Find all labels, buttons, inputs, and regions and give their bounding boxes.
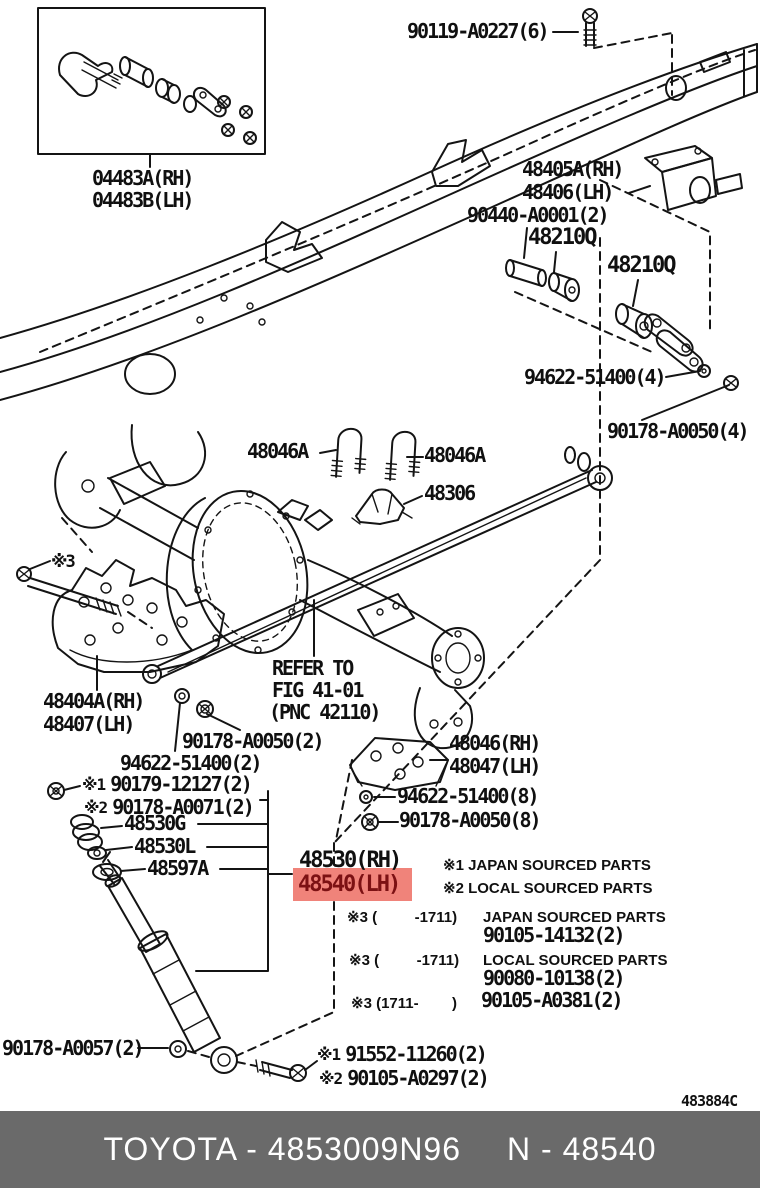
bumper-48306-drawing	[351, 488, 423, 525]
footer-part-id: TOYOTA - 4853009N96	[103, 1131, 462, 1167]
callout-94622-51400-8: 94622-51400(8)	[397, 784, 540, 808]
part-number: 90105-A0297(2)	[347, 1066, 490, 1090]
legend-text: LOCAL SOURCED PARTS	[468, 880, 653, 897]
callout-48407-lh: 48407(LH)	[43, 712, 135, 736]
footer-bar: TOYOTA - 4853009N96 N - 48540	[0, 1111, 760, 1188]
flex-bolt-drawing	[16, 560, 153, 629]
stabilizer-kit-box	[37, 7, 266, 168]
callout-48530g: 48530G	[124, 811, 186, 835]
cushion-parts-drawing	[47, 782, 293, 972]
callout-48530-rh: 48530(RH)	[299, 848, 402, 873]
callout-94622-51400-4: 94622-51400(4)	[524, 365, 667, 389]
callout-48046a-left: 48046A	[247, 439, 309, 463]
callout-04483a-rh: 04483A(RH)	[92, 166, 194, 190]
legend-row-local: ※2 LOCAL SOURCED PARTS	[443, 880, 653, 897]
legend-text: JAPAN SOURCED PARTS	[468, 857, 651, 874]
callout-90178-a0050-2: 90178-A0050(2)	[182, 729, 325, 753]
callout-90178-a0057: 90178-A0057(2)	[2, 1036, 145, 1060]
drawing-number: 483884C	[681, 1092, 738, 1110]
star1-symbol: ※1	[82, 775, 106, 794]
star1-symbol: ※1	[443, 857, 464, 874]
callout-48540-lh-highlighted: 48540(LH)	[298, 872, 401, 897]
shock-absorber-drawing	[99, 851, 318, 1082]
callout-48210q-b: 48210Q	[607, 253, 676, 278]
callout-48404a-rh: 48404A(RH)	[43, 689, 145, 713]
shackle-assembly-drawing	[505, 145, 743, 421]
u-bolt-drawing	[319, 427, 424, 481]
hidden-assembly-lines	[235, 237, 601, 1057]
part-number: 91552-11260(2)	[345, 1042, 488, 1066]
star1-symbol: ※1	[317, 1045, 341, 1064]
bolt-90119-drawing	[552, 8, 673, 96]
legend-row4-desc: LOCAL SOURCED PARTS	[483, 952, 668, 969]
legend-row-japan: ※1 JAPAN SOURCED PARTS	[443, 857, 651, 874]
spring-seat-plate-drawing	[335, 737, 449, 841]
callout-48046a-right: 48046A	[424, 443, 486, 467]
front-hardware-icons	[174, 688, 241, 752]
callout-04483b-lh: 04483B(LH)	[92, 188, 194, 212]
highlight-box	[293, 868, 412, 901]
axle-assembly-drawing	[54, 451, 485, 750]
callout-48306: 48306	[424, 481, 476, 505]
legend-part-90105-a0381: 90105-A0381(2)	[481, 988, 624, 1012]
star2-symbol: ※2	[319, 1069, 343, 1088]
refer-note-line3: (PNC 42110)	[269, 700, 381, 724]
callout-48047-lh: 48047(LH)	[449, 754, 541, 778]
legend-part-90105-14132: 90105-14132(2)	[483, 923, 626, 947]
callout-48210q-a: 48210Q	[528, 225, 597, 250]
callout-48046-rh: 48046(RH)	[449, 731, 541, 755]
callout-48530l: 48530L	[134, 834, 196, 858]
legend-row5-condition: ※3 (1711- )	[351, 995, 457, 1012]
legend-row3-desc: JAPAN SOURCED PARTS	[483, 909, 666, 926]
support-bracket-drawing	[51, 559, 225, 691]
legend-part-90080-10138: 90080-10138(2)	[483, 966, 626, 990]
footer-part-code: N - 48540	[507, 1131, 657, 1167]
callout-48597a: 48597A	[147, 856, 209, 880]
star2-symbol: ※2	[84, 798, 108, 817]
callout-90178-a0050-8: 90178-A0050(8)	[399, 808, 542, 832]
refer-note-line1: REFER TO	[272, 656, 354, 680]
leaf-spring-drawing	[142, 446, 613, 684]
refer-note-line2: FIG 41-01	[272, 678, 364, 702]
star2-symbol: ※2	[443, 880, 464, 897]
callout-90119-a0227: 90119-A0227(6)	[407, 19, 550, 43]
callout-48405a-rh: 48405A(RH)	[522, 157, 624, 181]
legend-row4-condition: ※3 ( -1711)	[349, 952, 460, 969]
callout-90178-a0050-4: 90178-A0050(4)	[607, 419, 750, 443]
callout-90440-a0001: 90440-A0001(2)	[467, 203, 610, 227]
legend-row3-condition: ※3 ( -1711)	[347, 909, 458, 926]
callout-48406-lh: 48406(LH)	[522, 180, 614, 204]
callout-star3-note: ※3	[51, 552, 76, 572]
frame-rail-drawing	[0, 43, 758, 553]
callout-94622-51400-2: 94622-51400(2)	[120, 751, 263, 775]
part-number: 90178-A0071(2)	[112, 795, 255, 819]
part-number: 90179-12127(2)	[110, 772, 253, 796]
